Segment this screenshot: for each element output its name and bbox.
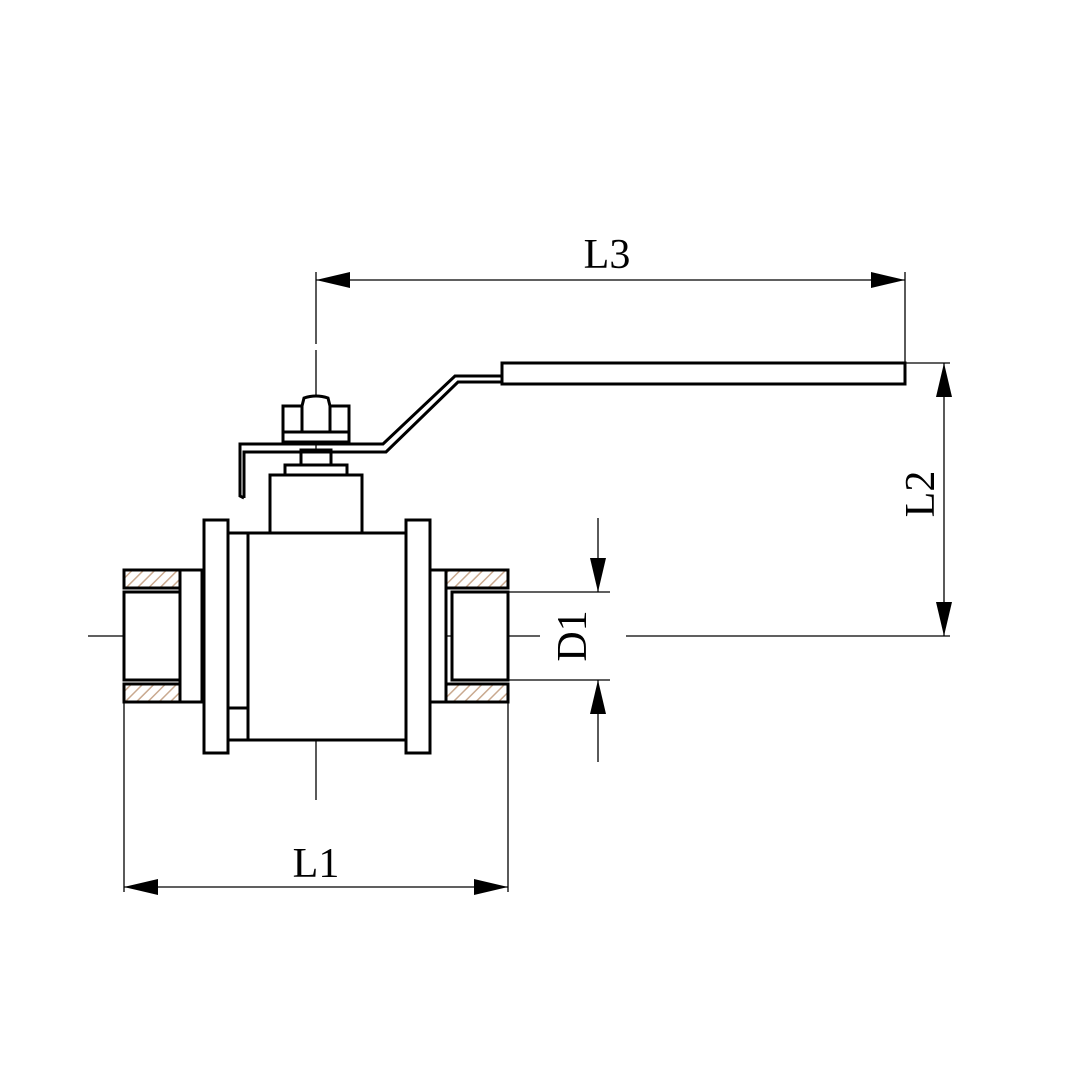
left-pipe-end <box>122 568 204 704</box>
handle-grip <box>500 361 907 386</box>
dimension-l3: L3 <box>315 232 906 363</box>
l3-label: L3 <box>584 232 631 278</box>
l1-label: L1 <box>293 841 340 887</box>
l1-arrow-right <box>474 879 508 895</box>
right-pipe-end <box>428 568 510 704</box>
l1-arrow-left <box>124 879 158 895</box>
right-end-bore <box>450 590 510 682</box>
bonnet <box>268 473 364 535</box>
left-end-collar <box>178 568 204 704</box>
dimension-l1: L1 <box>123 702 509 895</box>
l3-arrow-left <box>316 272 350 288</box>
dimension-d1: D1 <box>508 518 610 762</box>
d1-arrow-top <box>590 558 606 592</box>
l2-arrow-top <box>936 363 952 397</box>
right-end-bottom-hatch <box>444 682 510 704</box>
left-end-bottom-hatch <box>122 682 188 704</box>
right-flange <box>404 518 432 755</box>
dimension-l2: L2 <box>898 362 952 636</box>
nut <box>281 394 351 434</box>
d1-arrow-bottom <box>590 680 606 714</box>
l3-arrow-right <box>871 272 905 288</box>
left-end-bore <box>122 590 182 682</box>
handle-lever-inner <box>242 380 501 498</box>
handle-lever <box>238 374 501 500</box>
right-end-collar <box>428 568 448 704</box>
left-end-top-hatch <box>122 568 188 590</box>
l2-label: L2 <box>898 471 944 518</box>
l2-arrow-bottom <box>936 602 952 636</box>
valve-body <box>246 531 408 742</box>
stem <box>299 448 333 467</box>
d1-label: D1 <box>550 610 596 661</box>
right-end-top-hatch <box>444 568 510 590</box>
left-flange <box>202 518 230 755</box>
